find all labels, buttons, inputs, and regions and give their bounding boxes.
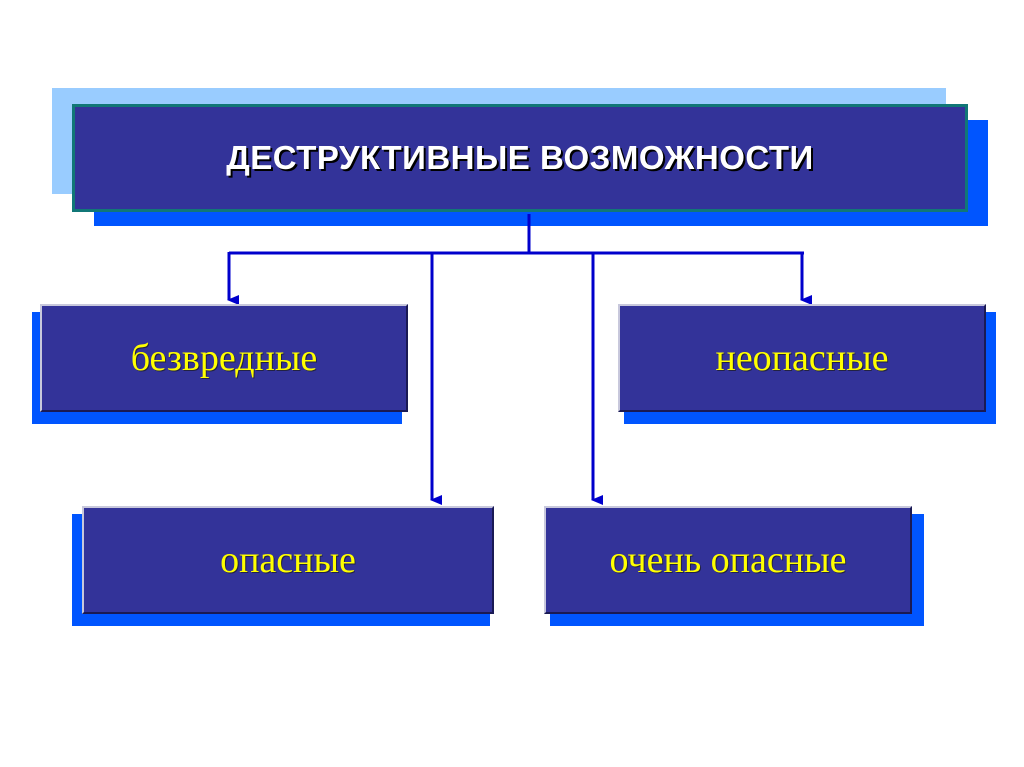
category-very-dangerous: очень опасные (544, 506, 912, 614)
category-harmless-label: безвредные (130, 337, 318, 379)
category-harmless: безвредные (40, 304, 408, 412)
diagram-title: ДЕСТРУКТИВНЫЕ ВОЗМОЖНОСТИ (72, 104, 968, 212)
category-dangerous: опасные (82, 506, 494, 614)
category-very-dangerous-label: очень опасные (609, 539, 847, 581)
category-dangerous-label: опасные (220, 539, 356, 581)
title-text: ДЕСТРУКТИВНЫЕ ВОЗМОЖНОСТИ (226, 139, 814, 176)
category-non-dangerous-label: неопасные (715, 337, 889, 379)
category-non-dangerous: неопасные (618, 304, 986, 412)
